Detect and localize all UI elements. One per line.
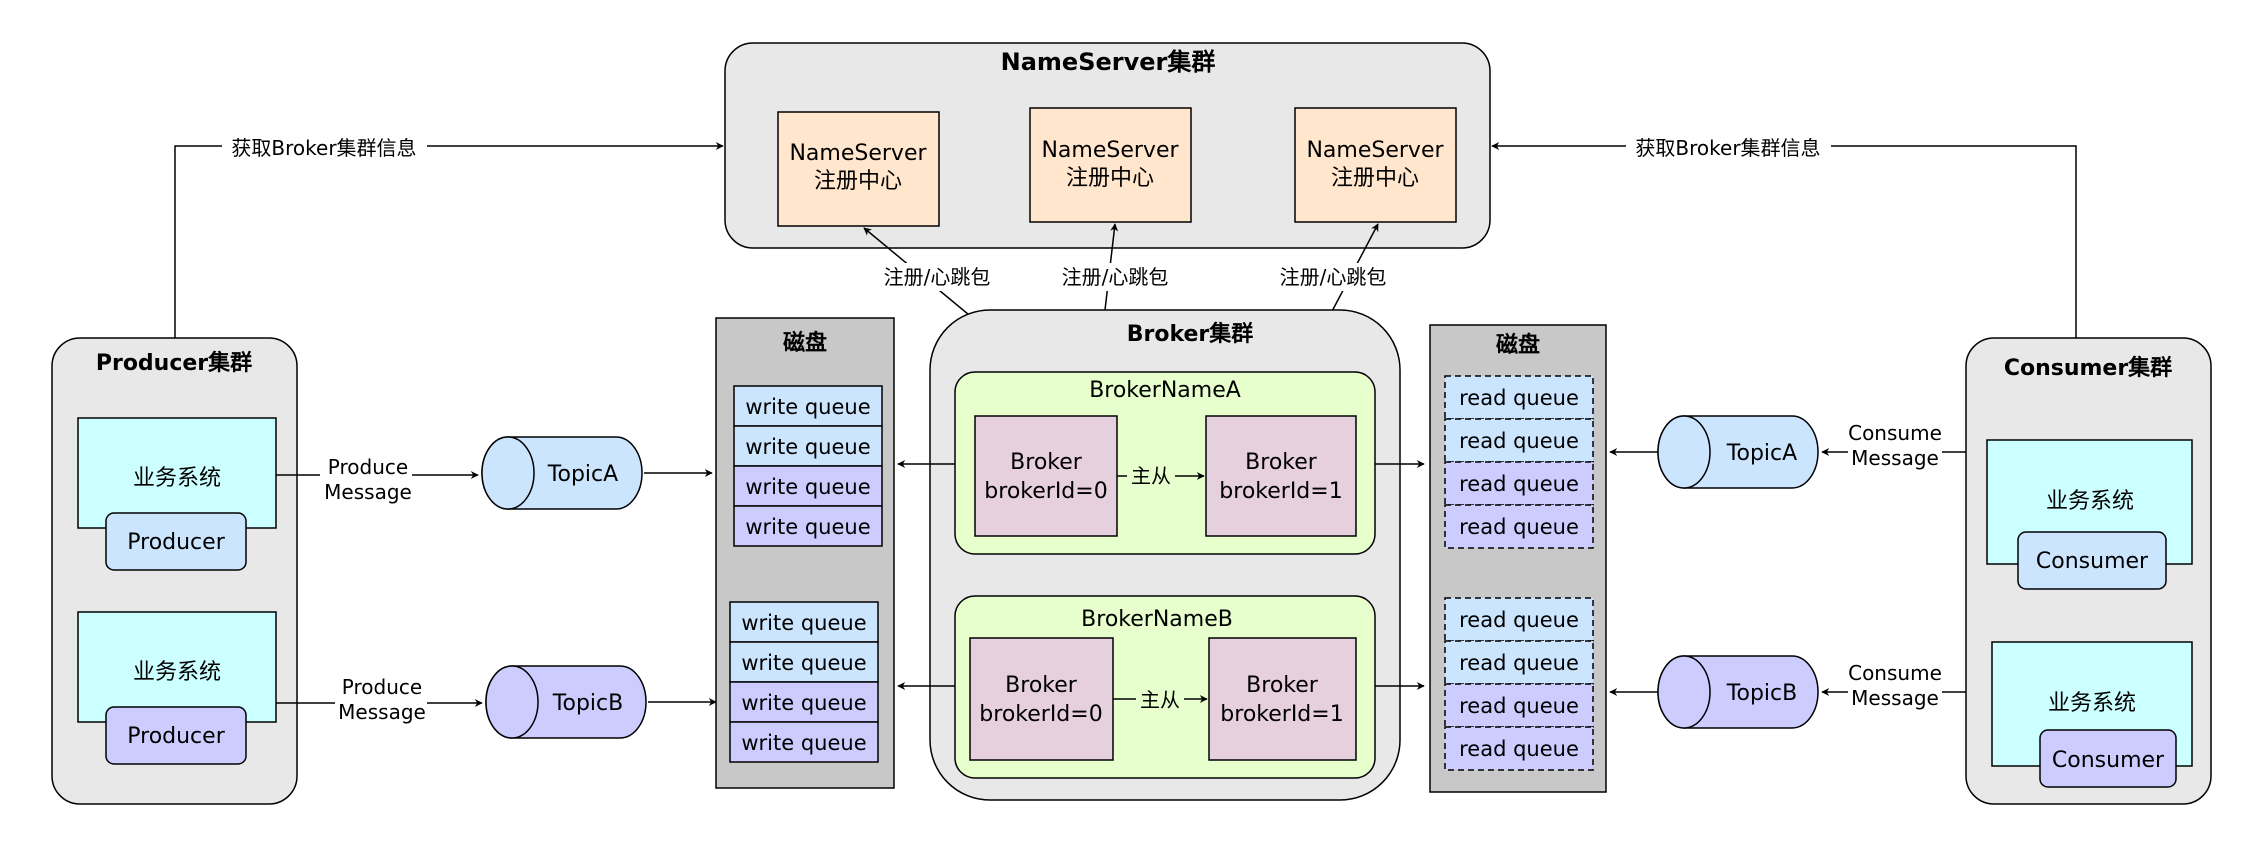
producer-client-1: Producer	[127, 530, 225, 555]
broker-b-slave-line2: brokerId=1	[1220, 702, 1343, 727]
consumer-client-1: Consumer	[2036, 549, 2149, 574]
get-broker-info-left-connector: 获取Broker集群信息	[174, 133, 724, 338]
read-queue-label: read queue	[1459, 694, 1579, 718]
heartbeat-label-2: 注册/心跳包	[1062, 265, 1169, 289]
write-queue-group-1: write queue write queue write queue writ…	[733, 385, 883, 547]
read-queue-label: read queue	[1459, 737, 1579, 761]
broker-b-slave-line1: Broker	[1246, 673, 1319, 698]
read-queue-group-1: read queue read queue read queue read qu…	[1444, 375, 1594, 549]
disk-right-title: 磁盘	[1496, 332, 1540, 358]
topic-right-a-label: TopicA	[1726, 441, 1797, 466]
get-broker-info-right-connector: 获取Broker集群信息	[1491, 133, 2077, 338]
broker-cluster-title: Broker集群	[1127, 321, 1254, 347]
nameserver-cluster: NameServer集群 NameServer 注册中心 NameServer …	[724, 42, 1491, 249]
topic-left-b: TopicB	[485, 665, 647, 739]
consumer-client-2: Consumer	[2052, 748, 2165, 773]
producer-cluster-title: Producer集群	[96, 350, 252, 376]
nameserver-node-3-line2: 注册中心	[1331, 166, 1419, 191]
broker-a-slave-line1: Broker	[1245, 450, 1318, 475]
heartbeat-label-3: 注册/心跳包	[1280, 265, 1387, 289]
disk-right: 磁盘 read queue read queue read queue read…	[1429, 324, 1607, 793]
consumer-system-2-label: 业务系统	[2048, 691, 2136, 716]
heartbeat-connector-3: 注册/心跳包	[1268, 223, 1398, 373]
write-queue-label: write queue	[745, 475, 870, 499]
broker-a-slave-line2: brokerId=1	[1219, 479, 1342, 504]
nameserver-node-2: NameServer 注册中心	[1029, 107, 1192, 223]
nameserver-cluster-title: NameServer集群	[1001, 48, 1216, 76]
consume-label-2-line2: Message	[1851, 686, 1939, 710]
produce-message-connector-2: Produce Message	[276, 675, 483, 725]
broker-b-master-line1: Broker	[1005, 673, 1078, 698]
write-queue-label: write queue	[745, 395, 870, 419]
get-broker-info-left-label: 获取Broker集群信息	[231, 136, 416, 160]
broker-b-master-line2: brokerId=0	[979, 702, 1102, 727]
produce-label-2-line1: Produce	[342, 675, 422, 699]
topic-right-b-label: TopicB	[1726, 681, 1797, 706]
write-queue-label: write queue	[741, 731, 866, 755]
producer-cluster: Producer集群 业务系统 Producer 业务系统 Producer	[51, 337, 298, 805]
heartbeat-label-1: 注册/心跳包	[884, 265, 991, 289]
disk-left: 磁盘 write queue write queue write queue w…	[715, 317, 895, 789]
nameserver-node-1-line2: 注册中心	[814, 169, 902, 194]
nameserver-node-3: NameServer 注册中心	[1294, 107, 1457, 223]
topic-left-a: TopicA	[481, 436, 643, 510]
consume-label-1-line1: Consume	[1848, 421, 1942, 445]
read-queue-label: read queue	[1459, 429, 1579, 453]
get-broker-info-right-label: 获取Broker集群信息	[1635, 136, 1820, 160]
nameserver-node-2-line1: NameServer	[1041, 138, 1179, 163]
topic-left-b-label: TopicB	[552, 691, 623, 716]
consumer-system-1-label: 业务系统	[2046, 489, 2134, 514]
consumer-system-1: 业务系统 Consumer	[1986, 439, 2193, 590]
read-queue-label: read queue	[1459, 386, 1579, 410]
nameserver-node-3-line1: NameServer	[1306, 138, 1444, 163]
master-slave-label-b: 主从	[1140, 688, 1180, 712]
topic-right-a: TopicA	[1657, 415, 1819, 489]
produce-label-1-line1: Produce	[328, 455, 408, 479]
consumer-cluster: Consumer集群 业务系统 Consumer 业务系统 Consumer	[1965, 337, 2212, 805]
nameserver-node-1: NameServer 注册中心	[777, 111, 940, 227]
consume-message-connector-2: Consume Message	[1821, 658, 1966, 710]
consume-label-2-line1: Consume	[1848, 661, 1942, 685]
topic-right-b: TopicB	[1657, 655, 1819, 729]
write-queue-label: write queue	[741, 611, 866, 635]
producer-client-2: Producer	[127, 724, 225, 749]
consumer-cluster-title: Consumer集群	[2004, 355, 2172, 381]
nameserver-node-2-line2: 注册中心	[1066, 166, 1154, 191]
nameserver-node-1-line1: NameServer	[789, 141, 927, 166]
producer-system-1-label: 业务系统	[133, 466, 221, 491]
read-queue-label: read queue	[1459, 651, 1579, 675]
write-queue-label: write queue	[745, 515, 870, 539]
consumer-system-2: 业务系统 Consumer	[1991, 641, 2193, 788]
produce-label-1-line2: Message	[324, 480, 412, 504]
read-queue-group-2: read queue read queue read queue read qu…	[1444, 597, 1594, 771]
write-queue-label: write queue	[741, 651, 866, 675]
broker-group-a-name: BrokerNameA	[1089, 378, 1241, 403]
broker-a-master-line2: brokerId=0	[984, 479, 1107, 504]
produce-label-2-line2: Message	[338, 700, 426, 724]
producer-system-1: 业务系统 Producer	[77, 417, 277, 571]
produce-message-connector-1: Produce Message	[276, 454, 479, 504]
consume-label-1-line2: Message	[1851, 446, 1939, 470]
read-queue-label: read queue	[1459, 608, 1579, 632]
master-slave-label-a: 主从	[1131, 464, 1171, 488]
broker-cluster: Broker集群 BrokerNameA Broker brokerId=0 B…	[929, 309, 1401, 801]
heartbeat-connector-2: 注册/心跳包	[1050, 223, 1180, 311]
broker-group-b: BrokerNameB Broker brokerId=0 Broker bro…	[954, 595, 1376, 779]
producer-system-2: 业务系统 Producer	[77, 611, 277, 765]
topic-left-a-label: TopicA	[547, 462, 618, 487]
disk-left-title: 磁盘	[783, 330, 827, 356]
write-queue-label: write queue	[741, 691, 866, 715]
consume-message-connector-1: Consume Message	[1821, 418, 1966, 470]
broker-a-master-line1: Broker	[1010, 450, 1083, 475]
broker-group-b-name: BrokerNameB	[1081, 607, 1233, 632]
read-queue-label: read queue	[1459, 472, 1579, 496]
producer-system-2-label: 业务系统	[133, 660, 221, 685]
write-queue-group-2: write queue write queue write queue writ…	[729, 601, 879, 763]
read-queue-label: read queue	[1459, 515, 1579, 539]
write-queue-label: write queue	[745, 435, 870, 459]
broker-group-a: BrokerNameA Broker brokerId=0 Broker bro…	[954, 371, 1376, 555]
